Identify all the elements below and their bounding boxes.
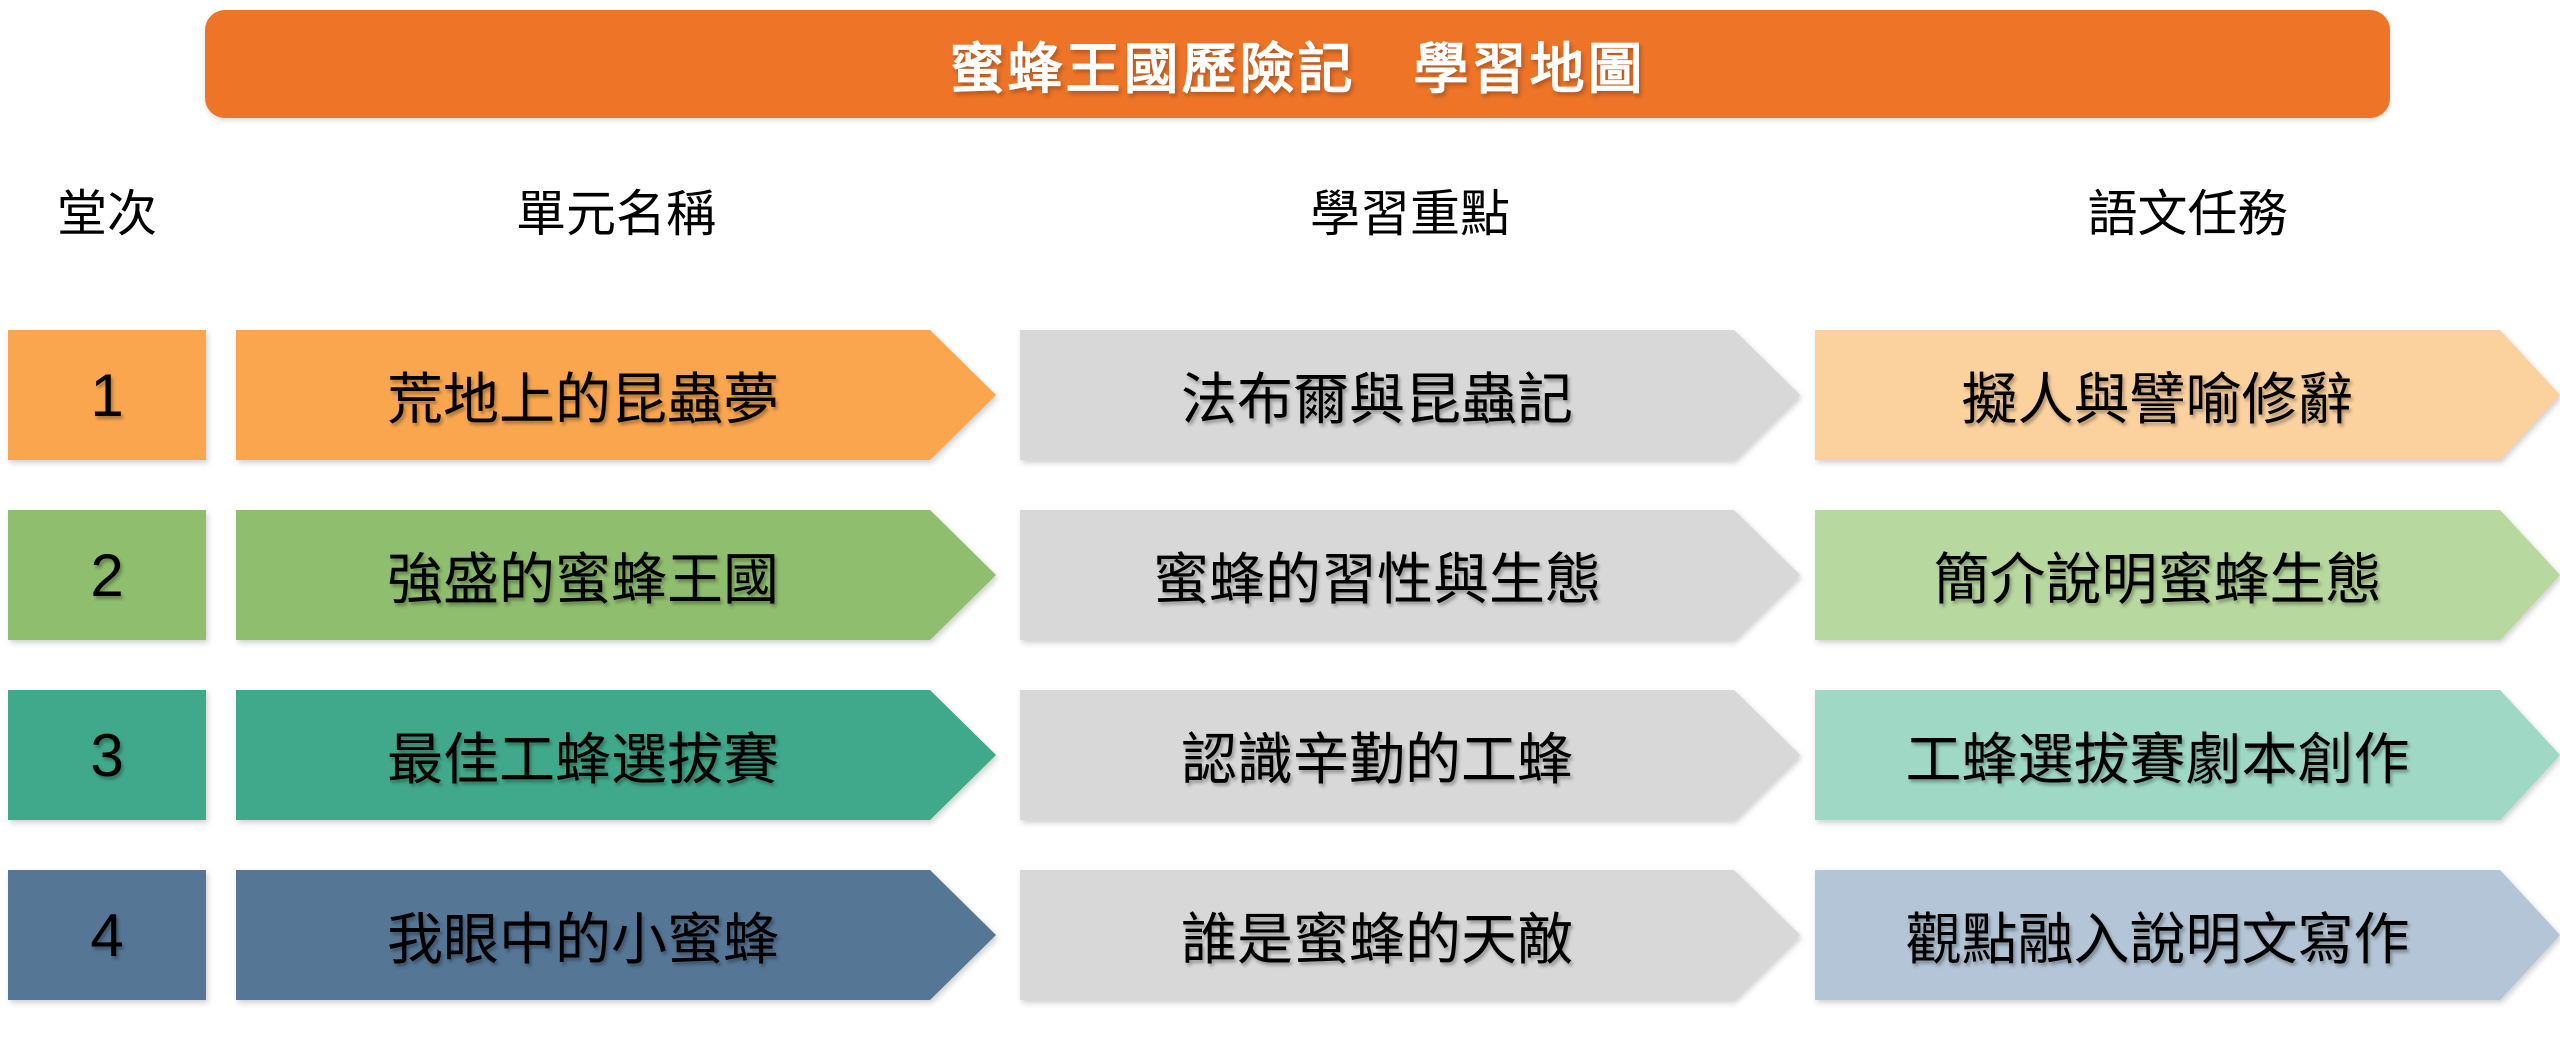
column-header-focus: 學習重點 — [1310, 186, 1510, 242]
task-arrow: 觀點融入說明文寫作 — [1815, 870, 2560, 1000]
task-label: 簡介說明蜜蜂生態 — [1933, 547, 2382, 611]
unit-arrow: 強盛的蜜蜂王國 — [236, 510, 996, 640]
focus-label: 蜜蜂的習性與生態 — [1153, 547, 1601, 611]
map-row-2: 2 強盛的蜜蜂王國 蜜蜂的習性與生態 簡介說明蜜蜂生態 — [0, 510, 2560, 640]
focus-label: 誰是蜜蜂的天敵 — [1181, 907, 1573, 971]
unit-arrow: 荒地上的昆蟲夢 — [236, 330, 996, 460]
column-header-task: 語文任務 — [2087, 186, 2288, 242]
map-row-4: 4 我眼中的小蜜蜂 誰是蜜蜂的天敵 觀點融入說明文寫作 — [0, 870, 2560, 1000]
unit-arrow: 最佳工蜂選拔賽 — [236, 690, 996, 820]
unit-label: 荒地上的昆蟲夢 — [387, 367, 779, 431]
session-number-box: 1 — [8, 330, 206, 460]
focus-label: 認識辛勤的工蜂 — [1181, 727, 1573, 791]
focus-arrow: 認識辛勤的工蜂 — [1020, 690, 1800, 820]
focus-arrow: 蜜蜂的習性與生態 — [1020, 510, 1800, 640]
map-row-3: 3 最佳工蜂選拔賽 認識辛勤的工蜂 工蜂選拔賽劇本創作 — [0, 690, 2560, 820]
session-number-box: 4 — [8, 870, 206, 1000]
map-row-1: 1 荒地上的昆蟲夢 法布爾與昆蟲記 擬人與譬喻修辭 — [0, 330, 2560, 460]
task-arrow: 簡介說明蜜蜂生態 — [1815, 510, 2560, 640]
title-banner: 蜜蜂王國歷險記 學習地圖 — [205, 10, 2390, 118]
session-number: 1 — [90, 361, 124, 429]
focus-arrow: 法布爾與昆蟲記 — [1020, 330, 1800, 460]
task-arrow: 擬人與譬喻修辭 — [1815, 330, 2560, 460]
column-header-unit: 單元名稱 — [516, 186, 716, 242]
task-label: 擬人與譬喻修辭 — [1961, 367, 2354, 431]
unit-label: 最佳工蜂選拔賽 — [387, 727, 779, 791]
session-number: 2 — [90, 541, 124, 609]
column-header-session: 堂次 — [57, 186, 157, 242]
task-label: 工蜂選拔賽劇本創作 — [1905, 727, 2410, 791]
unit-label: 我眼中的小蜜蜂 — [387, 907, 779, 971]
task-arrow: 工蜂選拔賽劇本創作 — [1815, 690, 2560, 820]
unit-arrow: 我眼中的小蜜蜂 — [236, 870, 996, 1000]
page-title: 蜜蜂王國歷險記 學習地圖 — [949, 38, 1646, 100]
session-number: 4 — [90, 901, 124, 969]
unit-label: 強盛的蜜蜂王國 — [387, 547, 779, 611]
session-number-box: 3 — [8, 690, 206, 820]
focus-label: 法布爾與昆蟲記 — [1181, 367, 1573, 431]
task-label: 觀點融入說明文寫作 — [1905, 907, 2410, 971]
session-number-box: 2 — [8, 510, 206, 640]
session-number: 3 — [90, 721, 124, 789]
focus-arrow: 誰是蜜蜂的天敵 — [1020, 870, 1800, 1000]
